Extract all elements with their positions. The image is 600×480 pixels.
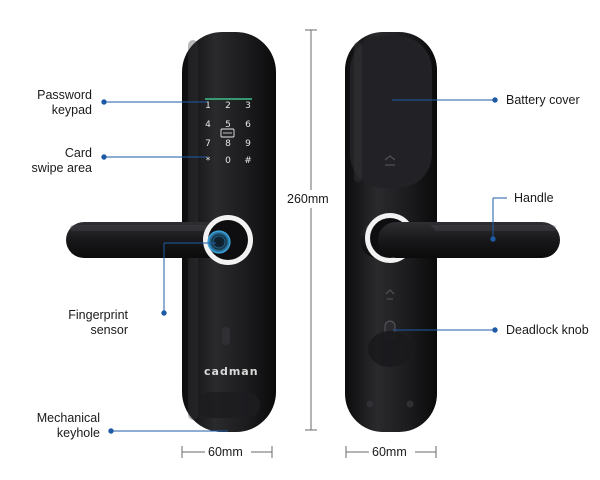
label-line: Password xyxy=(37,88,92,102)
label-line: keypad xyxy=(51,103,92,117)
back-lock xyxy=(345,32,560,432)
label-password-keypad: Password keypad xyxy=(18,88,92,118)
screw-icon xyxy=(366,400,374,408)
label-mechanical-keyhole: Mechanical keyhole xyxy=(18,411,100,441)
label-handle: Handle xyxy=(514,191,554,205)
keypad-key: 8 xyxy=(225,139,231,149)
deadlock-knob xyxy=(368,289,412,367)
password-keypad: 1 2 3 4 5 6 7 8 9 * 0 # xyxy=(205,101,252,166)
label-fingerprint-sensor: Fingerprint sensor xyxy=(18,308,128,338)
keypad-key: 1 xyxy=(205,101,211,111)
label-line: sensor xyxy=(90,323,128,337)
dimension-back-width: 60mm xyxy=(372,445,407,459)
fingerprint-sensor xyxy=(203,215,253,265)
brand-logo: cadman xyxy=(204,365,259,378)
front-lock: 1 2 3 4 5 6 7 8 9 * 0 # xyxy=(66,32,276,432)
mechanical-keyhole-cover xyxy=(222,327,230,345)
keypad-key: # xyxy=(244,156,252,166)
label-line: Mechanical xyxy=(36,411,100,425)
keypad-key: * xyxy=(206,156,211,166)
leader-lines xyxy=(101,97,507,434)
keypad-key: 4 xyxy=(205,120,211,130)
back-handle-ring xyxy=(365,213,438,263)
keypad-key: 7 xyxy=(205,139,211,149)
front-handle xyxy=(66,222,246,258)
label-line: keyhole xyxy=(56,426,100,440)
label-battery-cover: Battery cover xyxy=(506,93,580,107)
keypad-key: 0 xyxy=(225,156,231,166)
label-deadlock-knob: Deadlock knob xyxy=(506,323,589,337)
screw-icon xyxy=(406,400,414,408)
keypad-key: 5 xyxy=(225,120,231,130)
keypad-key: 3 xyxy=(245,101,251,111)
dimension-height: 260mm xyxy=(287,192,329,206)
keypad-key: 9 xyxy=(245,139,251,149)
label-line: swipe area xyxy=(31,161,92,175)
battery-cover xyxy=(350,36,432,188)
label-card-swipe-area: Card swipe area xyxy=(10,146,92,176)
keypad-key: 6 xyxy=(245,120,251,130)
label-line: Card xyxy=(64,146,92,160)
card-icon xyxy=(220,128,235,138)
dimension-front-width: 60mm xyxy=(208,445,243,459)
keypad-key: 2 xyxy=(225,101,231,111)
label-line: Fingerprint xyxy=(68,308,128,322)
